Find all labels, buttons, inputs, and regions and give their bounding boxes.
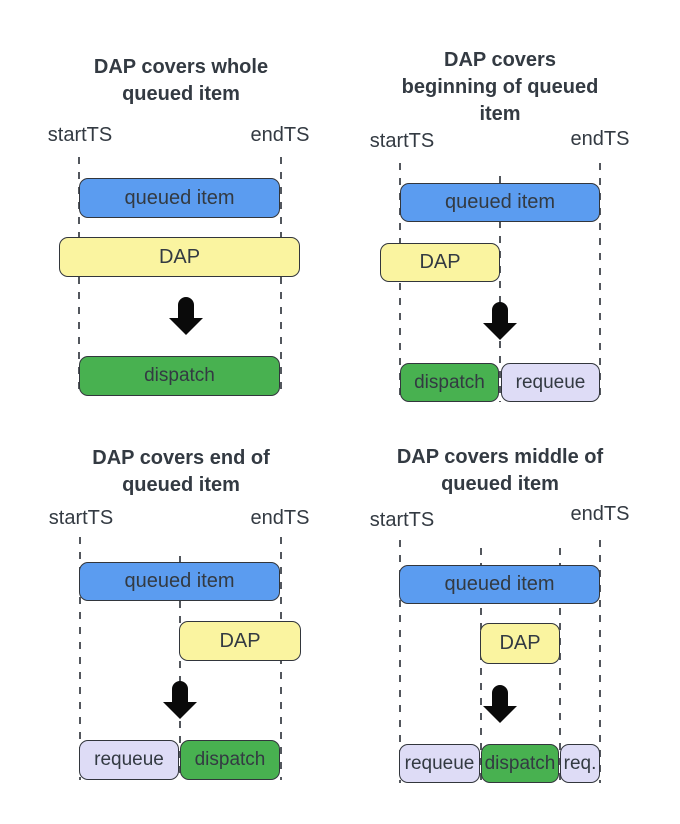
- end-ts-label: endTS: [570, 503, 630, 525]
- scenario-dap-covers-whole: DAP covers whole queued item startTS end…: [0, 0, 340, 412]
- queued-item-bar: queued item: [79, 178, 280, 218]
- scenario-title-line: DAP covers whole: [93, 56, 269, 78]
- scenario-title-line: queued item: [122, 474, 240, 496]
- end-ts-dashed-line: [280, 157, 282, 397]
- dap-label: DAP: [219, 629, 261, 652]
- dispatch-label: dispatch: [194, 749, 266, 770]
- dap-label: DAP: [499, 632, 541, 654]
- dap-label: DAP: [158, 245, 201, 268]
- scenario-title-line: DAP covers middle of: [396, 446, 604, 468]
- requeue-label: requeue: [94, 749, 164, 770]
- dap-start-dashed-line: [480, 548, 482, 783]
- scenario-title-line: queued item: [122, 83, 240, 105]
- start-ts-label: startTS: [369, 130, 435, 152]
- scenario-dap-covers-beginning: DAP covers beginning of queued item star…: [340, 0, 680, 412]
- start-ts-dashed-line: [399, 540, 401, 783]
- scenario-title-line: item: [479, 103, 521, 125]
- down-arrow-icon: [483, 685, 517, 723]
- requeue-short-bar: req.: [560, 744, 600, 783]
- queued-item-bar: queued item: [399, 565, 600, 604]
- scenario-title-line: beginning of queued: [401, 76, 599, 98]
- scenario-title: DAP covers beginning of queued item: [340, 47, 660, 128]
- scenario-title: DAP covers middle of queued item: [340, 444, 660, 498]
- start-ts-label: startTS: [369, 509, 435, 531]
- start-ts-label: startTS: [48, 507, 114, 529]
- scenario-title: DAP covers end of queued item: [31, 445, 331, 499]
- end-ts-label: endTS: [570, 128, 630, 150]
- dap-end-dashed-line: [499, 176, 501, 402]
- start-ts-dashed-line: [79, 537, 81, 780]
- queued-item-bar: queued item: [79, 562, 280, 601]
- end-ts-dashed-line: [599, 540, 601, 783]
- dispatch-label: dispatch: [144, 365, 215, 386]
- scenario-title-line: DAP covers end of: [92, 447, 270, 469]
- down-arrow-icon: [483, 302, 517, 340]
- dispatch-bar: dispatch: [400, 363, 499, 402]
- start-ts-label: startTS: [47, 124, 113, 146]
- requeue-bar: requeue: [501, 363, 600, 402]
- dap-start-dashed-line: [179, 556, 181, 780]
- requeue-label: requeue: [515, 371, 586, 393]
- scenario-title-line: queued item: [441, 473, 559, 495]
- dispatch-bar: dispatch: [180, 740, 280, 780]
- requeue-bar: requeue: [399, 744, 480, 783]
- down-arrow-icon: [163, 681, 197, 719]
- dap-label: DAP: [419, 251, 461, 273]
- start-ts-dashed-line: [399, 163, 401, 402]
- scenario-dap-covers-end: DAP covers end of queued item startTS en…: [0, 412, 340, 824]
- end-ts-label: endTS: [250, 507, 310, 529]
- queued-item-label: queued item: [444, 573, 555, 595]
- dap-bar: DAP: [480, 623, 560, 664]
- end-ts-label: endTS: [250, 124, 310, 146]
- queued-item-label: queued item: [444, 191, 556, 213]
- dap-bar: DAP: [380, 243, 500, 282]
- queued-item-bar: queued item: [400, 183, 600, 222]
- down-arrow-icon: [169, 297, 203, 335]
- requeue-bar: requeue: [79, 740, 179, 780]
- dispatch-label: dispatch: [414, 371, 485, 393]
- dap-bar: DAP: [59, 237, 300, 277]
- scenario-dap-covers-middle: DAP covers middle of queued item startTS…: [340, 412, 680, 824]
- dispatch-label: dispatch: [484, 752, 556, 774]
- requeue-label: requeue: [404, 752, 475, 774]
- start-ts-dashed-line: [78, 157, 80, 397]
- queued-item-label: queued item: [124, 570, 235, 592]
- scenario-title: DAP covers whole queued item: [31, 54, 331, 108]
- dispatch-bar: dispatch: [79, 356, 280, 396]
- dap-end-dashed-line: [559, 548, 561, 783]
- dispatch-bar: dispatch: [481, 744, 559, 783]
- queued-item-label: queued item: [124, 186, 235, 209]
- scenario-title-line: DAP covers: [444, 49, 556, 71]
- dap-bar: DAP: [179, 621, 301, 661]
- end-ts-dashed-line: [599, 163, 601, 402]
- requeue-short-label: req.: [563, 752, 597, 774]
